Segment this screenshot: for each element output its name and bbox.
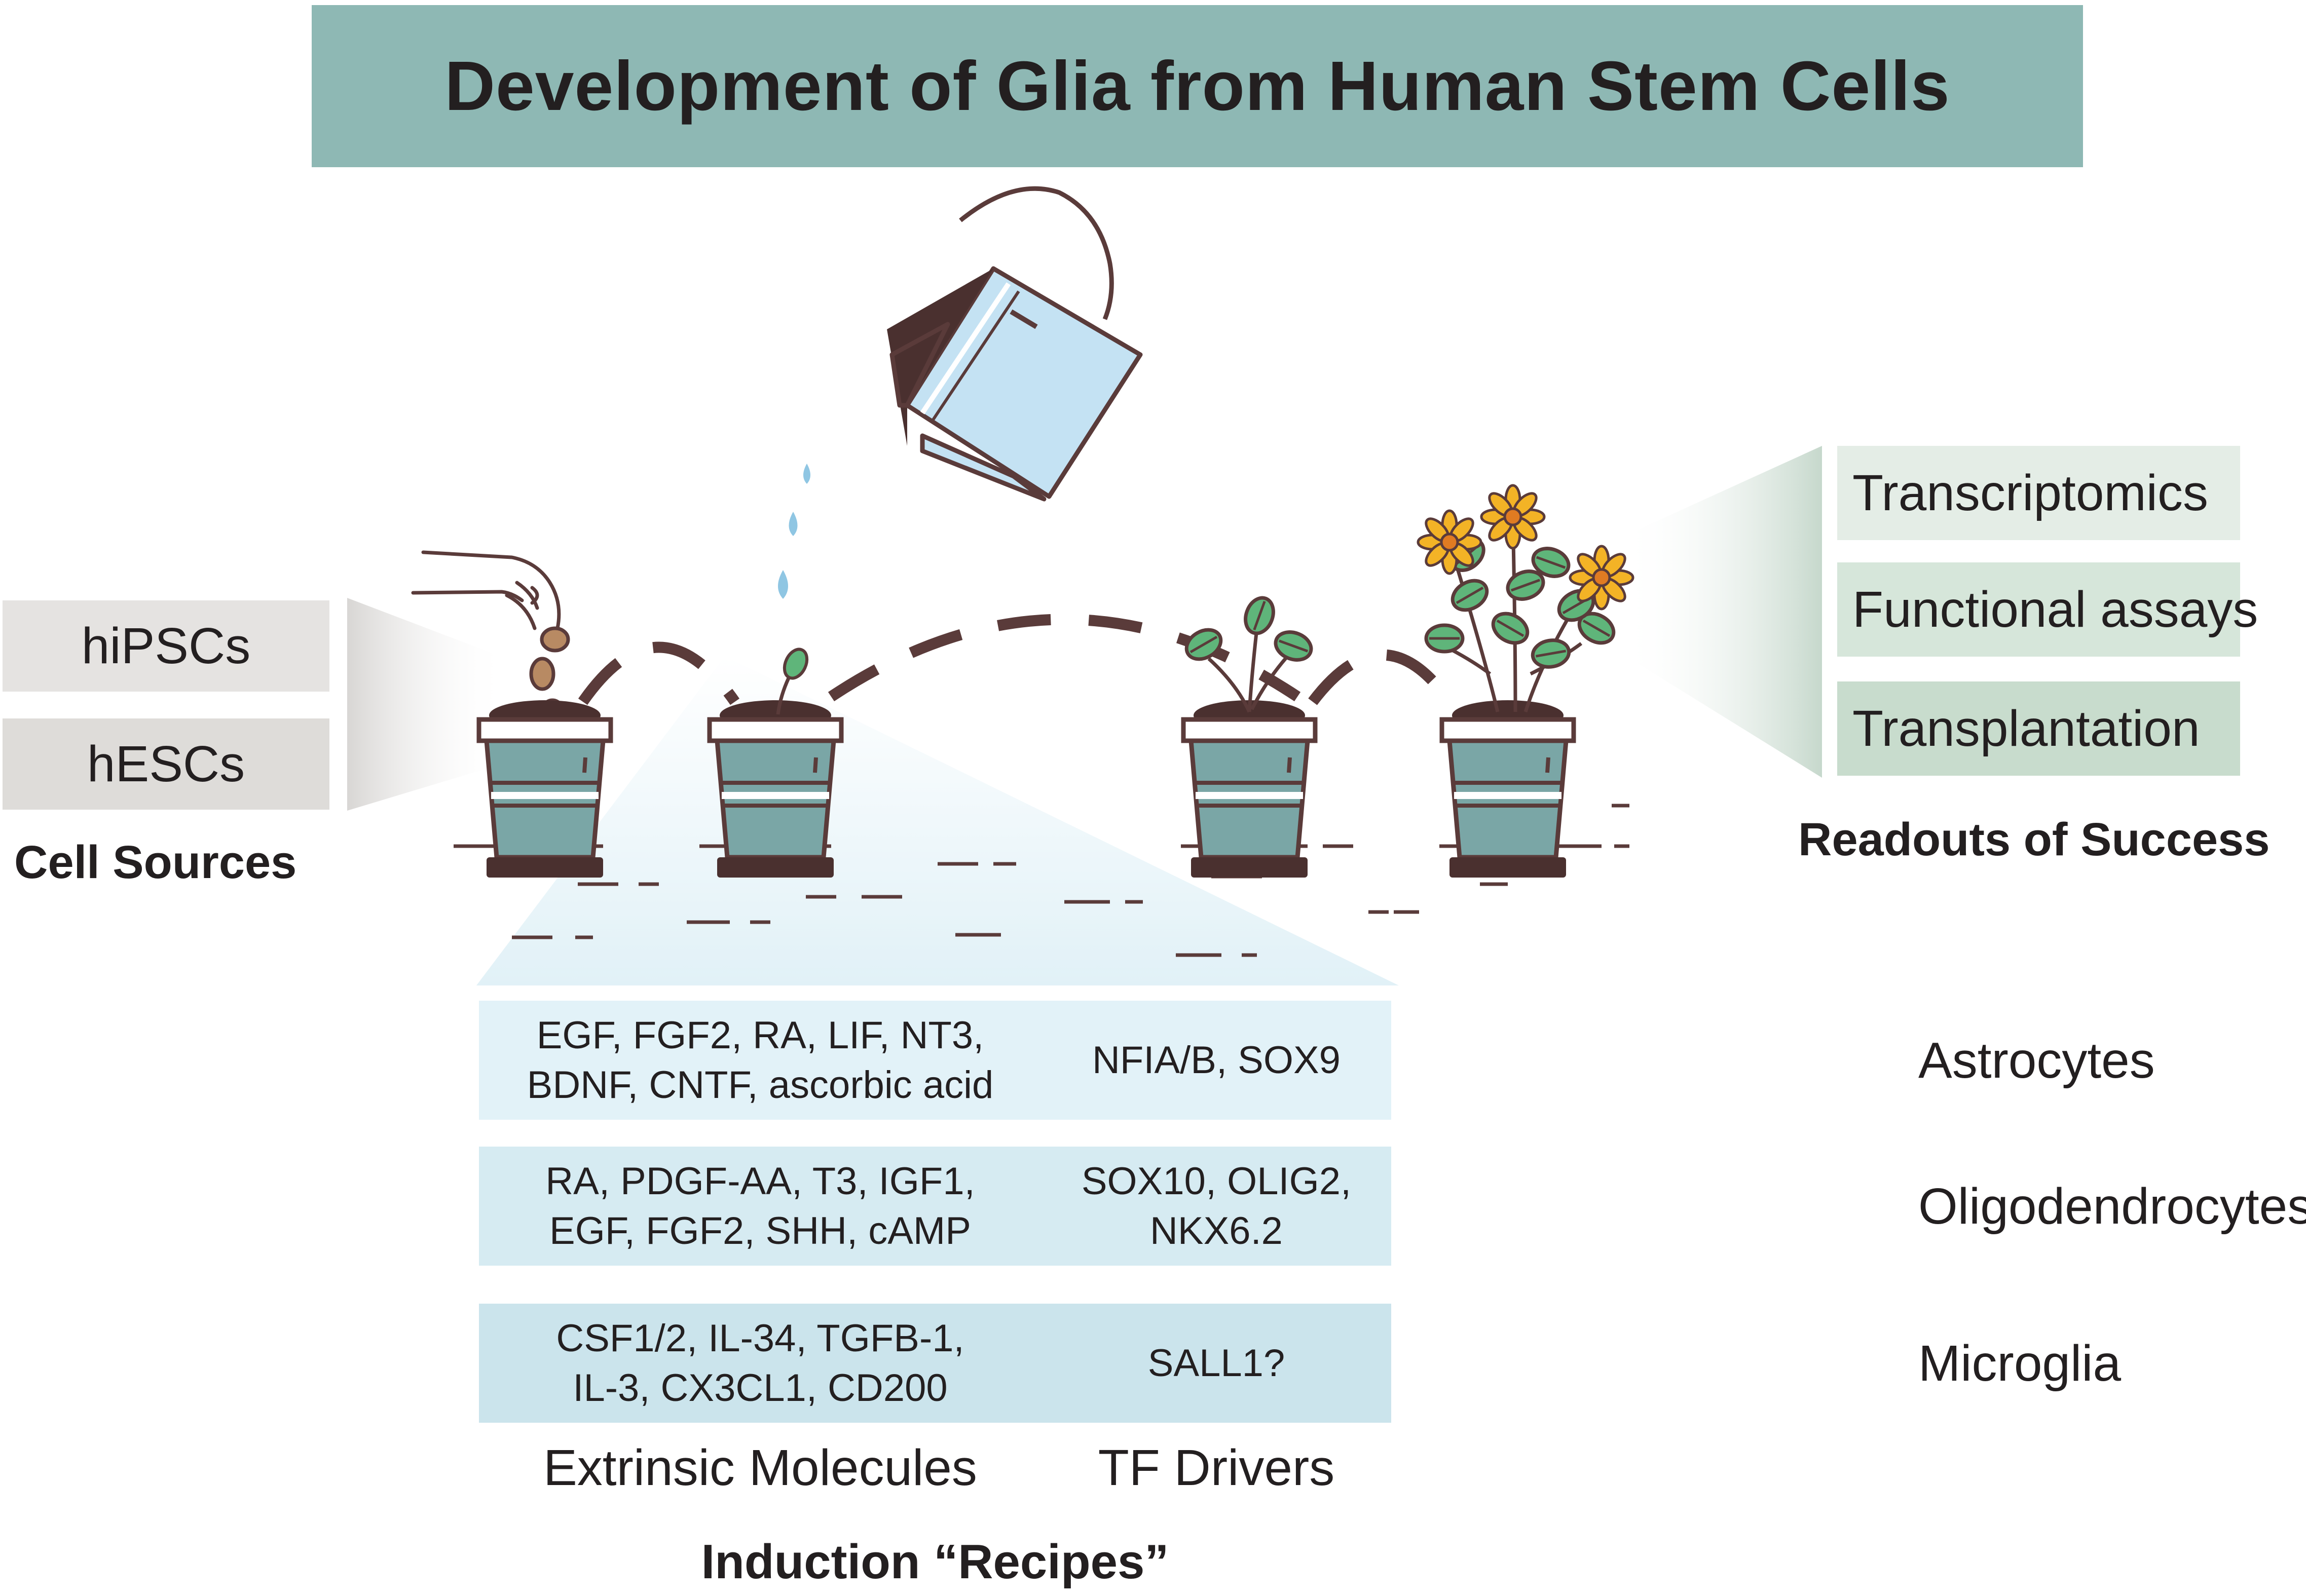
pot-seedling <box>1183 700 1315 878</box>
extrinsic-line: EGF, FGF2, RA, LIF, NT3, <box>536 1013 984 1057</box>
title-banner: Development of Glia from Human Stem Cell… <box>312 5 2083 167</box>
source-box-hipscs: hiPSCs <box>3 600 329 692</box>
hand-seeds <box>411 550 561 642</box>
source-wedge <box>347 598 507 811</box>
recipe-row-astrocytes: EGF, FGF2, RA, LIF, NT3, BDNF, CNTF, asc… <box>479 1001 2155 1120</box>
flower-icon <box>1570 546 1633 609</box>
extrinsic-line: CSF1/2, IL-34, TGFB-1, <box>556 1316 964 1360</box>
extrinsic-cell: CSF1/2, IL-34, TGFB-1, IL-3, CX3CL1, CD2… <box>479 1304 1042 1423</box>
recipes-heading: Induction “Recipes” <box>701 1535 1169 1589</box>
cell-type-label: Oligodendrocytes <box>1918 1177 2306 1235</box>
cell-type-label: Astrocytes <box>1918 1032 2155 1089</box>
recipe-row-bg <box>479 1147 1391 1266</box>
diagram-title: Development of Glia from Human Stem Cell… <box>444 47 1950 125</box>
pot-sprout <box>710 700 841 878</box>
tf-cell: NFIA/B, SOX9 <box>1042 1001 1391 1120</box>
cell-sources-heading: Cell Sources <box>14 837 297 888</box>
growth-arc-2 <box>828 614 1301 702</box>
readout-label: Transplantation <box>1852 700 2200 757</box>
readout-wedge <box>1622 446 1822 778</box>
source-label: hESCs <box>87 735 245 792</box>
tf-cell: SOX10, OLIG2, NKX6.2 <box>1042 1147 1391 1266</box>
tf-line: NFIA/B, SOX9 <box>1092 1038 1341 1082</box>
extrinsic-line: EGF, FGF2, SHH, cAMP <box>549 1209 971 1252</box>
readouts-heading: Readouts of Success <box>1798 814 2270 865</box>
column-label-tf: TF Drivers <box>1098 1439 1335 1496</box>
tf-line: SALL1? <box>1147 1341 1285 1385</box>
extrinsic-cell: RA, PDGF-AA, T3, IGF1, EGF, FGF2, SHH, c… <box>479 1147 1042 1266</box>
readout-label: Transcriptomics <box>1852 464 2208 521</box>
readout-box-transplantation: Transplantation <box>1837 681 2240 776</box>
recipe-row-bg <box>479 1001 1391 1120</box>
tf-line: NKX6.2 <box>1150 1209 1283 1252</box>
seedling <box>1181 594 1315 713</box>
readout-box-functional-assays: Functional assays <box>1837 562 2258 657</box>
source-label: hiPSCs <box>81 617 251 674</box>
tf-line: SOX10, OLIG2, <box>1081 1159 1352 1203</box>
extrinsic-line: BDNF, CNTF, ascorbic acid <box>527 1063 994 1107</box>
column-label-extrinsic: Extrinsic Molecules <box>543 1439 977 1496</box>
flower-icon <box>1418 511 1481 574</box>
water-drops <box>778 464 810 599</box>
extrinsic-line: IL-3, CX3CL1, CD200 <box>573 1366 948 1410</box>
pot-seed <box>479 700 611 878</box>
extrinsic-line: RA, PDGF-AA, T3, IGF1, <box>545 1159 975 1203</box>
readout-label: Functional assays <box>1852 581 2258 638</box>
extrinsic-cell: EGF, FGF2, RA, LIF, NT3, BDNF, CNTF, asc… <box>479 1001 1042 1120</box>
recipe-row-microglia: CSF1/2, IL-34, TGFB-1, IL-3, CX3CL1, CD2… <box>479 1304 2121 1423</box>
flowering-plant <box>1418 485 1633 713</box>
flower-icon <box>1481 485 1544 548</box>
readout-box-transcriptomics: Transcriptomics <box>1837 446 2240 540</box>
growth-arc-1 <box>578 641 740 705</box>
watering-can-icon <box>887 186 1143 502</box>
tf-cell: SALL1? <box>1042 1304 1391 1423</box>
pot-flowering <box>1442 700 1574 878</box>
recipe-row-bg <box>479 1304 1391 1423</box>
recipe-row-oligodendrocytes: RA, PDGF-AA, T3, IGF1, EGF, FGF2, SHH, c… <box>479 1147 2306 1266</box>
sprout <box>776 648 809 715</box>
recipe-wedge <box>476 656 1399 985</box>
source-box-hescs: hESCs <box>3 718 329 810</box>
cell-type-label: Microglia <box>1918 1335 2122 1392</box>
growth-arc-3 <box>1308 649 1454 705</box>
